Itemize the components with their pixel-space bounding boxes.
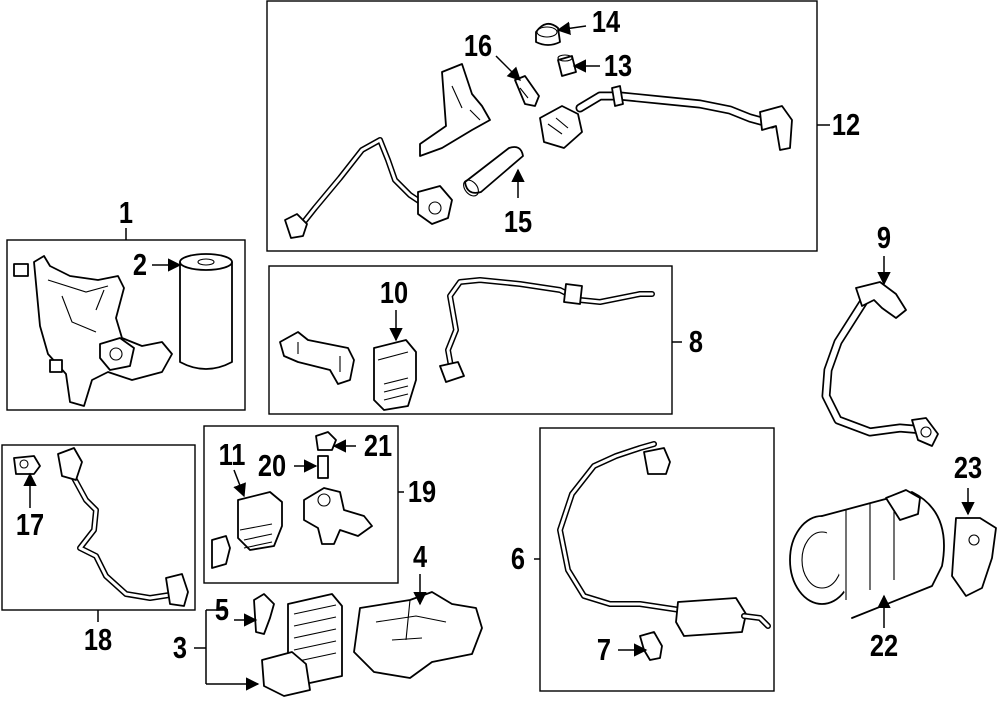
part-9-suction-hose: [821, 281, 939, 447]
part-18-pipe: [57, 447, 189, 607]
part-7-pipe-clip: [639, 631, 663, 661]
group-box-19: [203, 425, 399, 584]
part-21-clip: [315, 431, 337, 451]
callout-6: 6: [511, 542, 525, 577]
part-13-fitting: [557, 54, 577, 77]
callout-11: 11: [219, 438, 246, 473]
callout-21: 21: [364, 429, 392, 464]
group-box-8: [268, 265, 673, 415]
callout-18: 18: [84, 623, 112, 658]
callout-22: 22: [870, 629, 898, 664]
part-16-valve: [514, 75, 540, 107]
part-14-cap: [535, 22, 561, 46]
part-10-sensor: [373, 339, 417, 411]
callout-16: 16: [464, 29, 492, 64]
part-23-bracket: [951, 517, 997, 597]
part-8-pipe: [279, 277, 655, 385]
part-4-heater-case: [353, 591, 483, 679]
part-5-valve: [253, 593, 275, 635]
part-3-evaporator: [261, 593, 343, 697]
callout-10: 10: [380, 276, 408, 311]
part-19-bracket: [303, 487, 373, 545]
callout-2: 2: [133, 248, 147, 283]
callout-13: 13: [604, 49, 632, 84]
callout-19: 19: [408, 475, 436, 510]
callout-17: 17: [16, 508, 44, 543]
callout-9: 9: [877, 221, 891, 256]
callout-20: 20: [258, 449, 286, 484]
part-15-insulator: [463, 146, 524, 197]
discharge-hose-assembly: [284, 63, 793, 239]
callout-8: 8: [689, 325, 703, 360]
callout-4: 4: [413, 540, 427, 575]
part-6-liquid-pipe: [557, 441, 771, 637]
callout-15: 15: [504, 205, 532, 240]
leader-3: [194, 609, 258, 684]
callout-7: 7: [597, 633, 611, 668]
callout-23: 23: [954, 451, 982, 486]
part-22-compressor: [789, 489, 945, 619]
group-box-12: [266, 0, 818, 252]
part-1-drier-bracket: [13, 255, 173, 407]
callout-3: 3: [173, 631, 187, 666]
leader-14: [556, 21, 587, 35]
part-20-pin: [317, 455, 329, 479]
part-11-sensor: [211, 491, 283, 569]
part-17-clip: [13, 455, 41, 475]
callout-12: 12: [832, 108, 860, 143]
part-2-receiver-drier: [179, 253, 233, 370]
callout-1: 1: [119, 196, 133, 231]
leader-16: [495, 55, 521, 81]
callout-5: 5: [215, 593, 229, 628]
callout-14: 14: [592, 5, 620, 40]
leader-11: [233, 469, 246, 498]
